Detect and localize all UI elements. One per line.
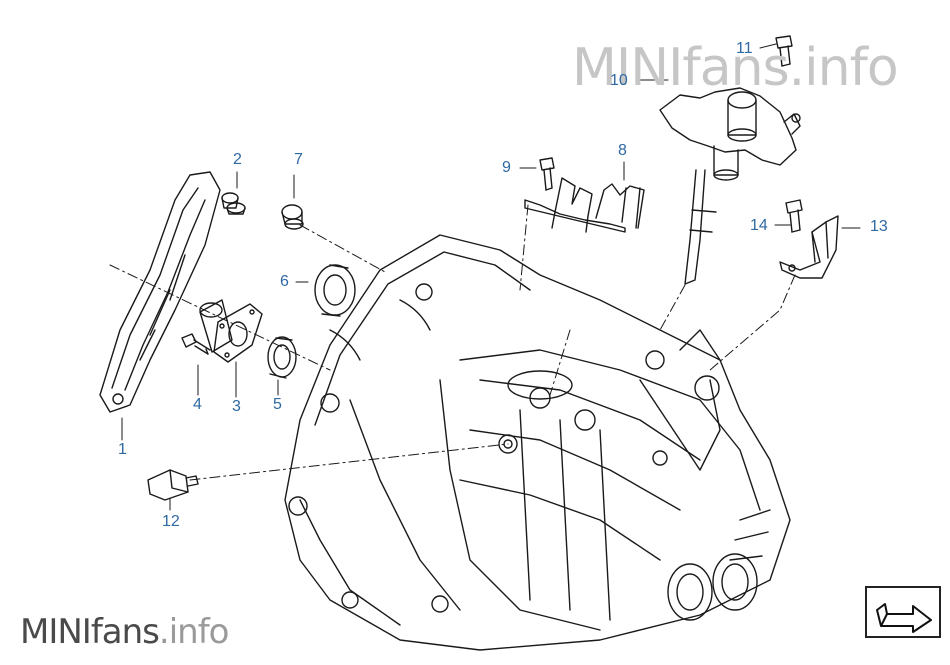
part-1-release-lever <box>99 171 221 413</box>
part-8-shift-forks <box>524 177 645 233</box>
part-4-bolt <box>181 333 211 355</box>
part-2-pivot-pin <box>221 192 246 215</box>
callout-5[interactable]: 5 <box>273 396 282 413</box>
part-12-sensor <box>147 469 199 501</box>
callout-2[interactable]: 2 <box>233 151 242 168</box>
watermark-top-suffix: .info <box>788 38 899 98</box>
watermark-bottom-suffix: .info <box>158 612 230 652</box>
callout-9[interactable]: 9 <box>502 159 511 176</box>
part-3-guide-sleeve <box>199 299 263 363</box>
watermark-top: MINIfans.info <box>572 38 899 98</box>
callout-6[interactable]: 6 <box>280 273 289 290</box>
callout-11[interactable]: 11 <box>736 40 753 57</box>
callout-10[interactable]: 10 <box>610 72 628 89</box>
assembly-lines <box>109 204 796 481</box>
part-9-bolt <box>539 157 555 191</box>
arrow-return-icon <box>876 603 932 633</box>
watermark-bottom-brand: MINIfans <box>20 612 160 652</box>
part-13-bracket <box>779 215 839 279</box>
callout-13[interactable]: 13 <box>870 218 888 235</box>
callout-12[interactable]: 12 <box>162 513 180 530</box>
part-11-bolt <box>775 35 793 67</box>
callout-8[interactable]: 8 <box>618 142 627 159</box>
part-14-bolt <box>785 199 803 233</box>
part-5-shaft-seal <box>267 336 297 379</box>
watermark-top-brand: MINIfans <box>572 38 790 98</box>
part-7-plug <box>281 204 304 230</box>
callout-1[interactable]: 1 <box>118 441 127 458</box>
callout-7[interactable]: 7 <box>294 151 303 168</box>
callout-14[interactable]: 14 <box>750 217 768 234</box>
transmission-housing <box>284 234 791 651</box>
watermark-bottom: MINIfans.info <box>20 612 230 652</box>
callout-3[interactable]: 3 <box>232 398 241 415</box>
navigate-back-button[interactable] <box>865 586 941 638</box>
part-6-oil-seal <box>314 264 356 317</box>
callout-leaders <box>121 43 861 511</box>
callout-4[interactable]: 4 <box>193 396 202 413</box>
part-10-selector-housing <box>659 87 801 285</box>
